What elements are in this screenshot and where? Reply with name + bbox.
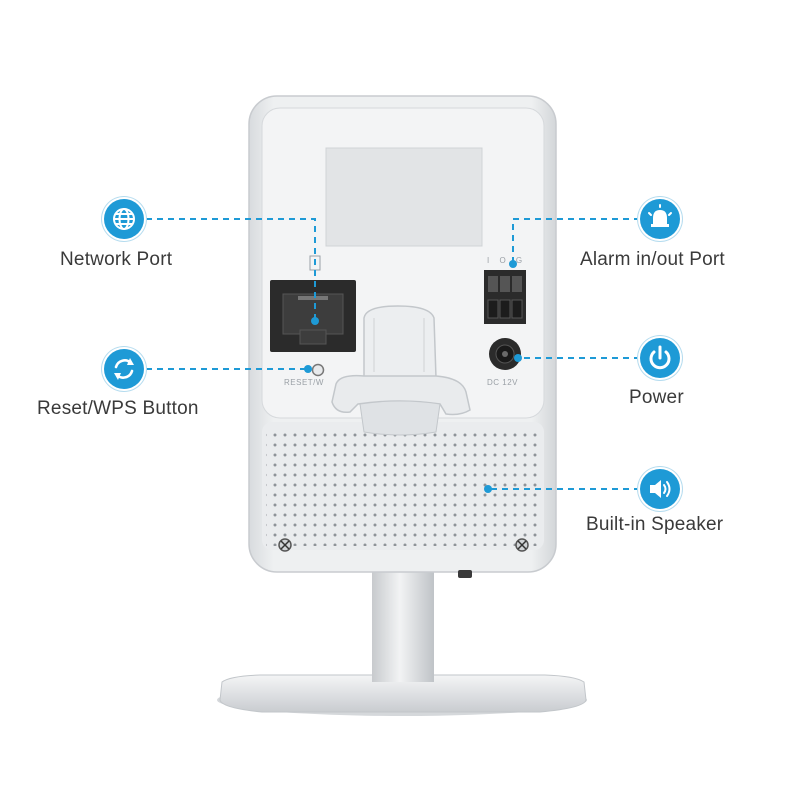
refresh-icon: [104, 349, 144, 389]
network-port-label: Network Port: [60, 249, 173, 270]
network-port-line: [146, 218, 316, 320]
power-icon: [640, 338, 680, 378]
globe-icon: [104, 199, 144, 239]
alarm-bell-icon: [640, 199, 680, 239]
reset-wps-label: Reset/WPS Button: [37, 398, 199, 419]
camera-mount-bracket: [331, 305, 471, 436]
callout-lines: [146, 218, 640, 490]
camera-body: [248, 95, 557, 578]
power-label: Power: [629, 387, 684, 408]
reset-marking: RESET/W: [284, 378, 324, 387]
alarm-port-label: Alarm in/out Port: [580, 249, 725, 270]
camera-base: [217, 674, 587, 716]
speaker-label: Built-in Speaker: [586, 514, 724, 535]
alarm-terminal: [484, 270, 526, 324]
callout-dots: [304, 260, 522, 493]
dc-marking: DC 12V: [487, 378, 519, 387]
alarm-line: [512, 218, 640, 262]
screw-right: [515, 538, 529, 552]
dc-power-jack: [489, 338, 521, 370]
speaker-icon: [640, 469, 680, 509]
ethernet-port: [270, 255, 356, 352]
alarm-pin-marking: I O G: [487, 256, 527, 265]
reset-button-hole: [311, 363, 325, 377]
screw-left: [278, 538, 292, 552]
